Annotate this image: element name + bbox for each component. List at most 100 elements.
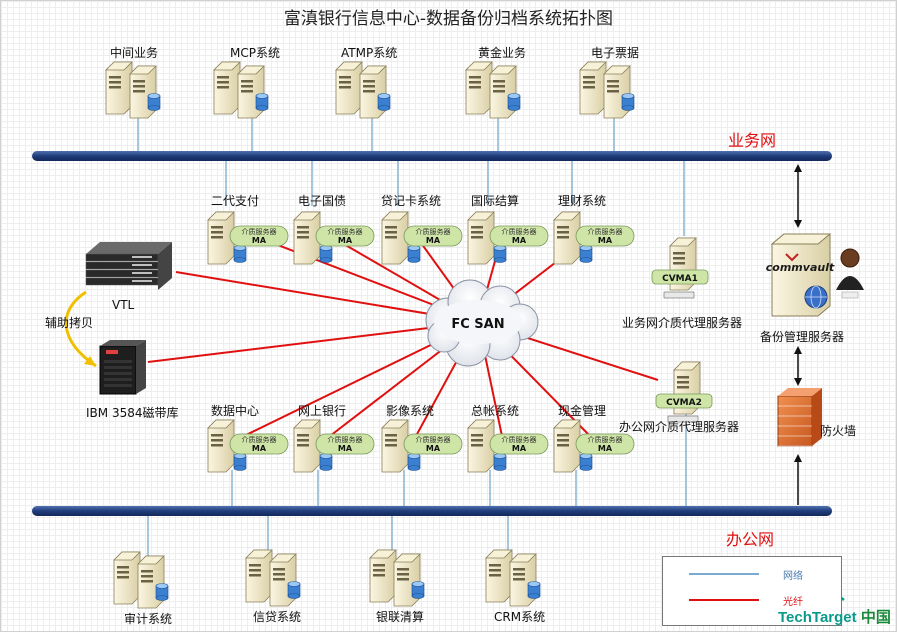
disk-icon-bottom [319,465,333,471]
mgr-business-link-head [794,164,802,172]
top-server [335,61,391,119]
server-top [467,211,495,221]
disk-icon-top [411,581,425,587]
server-drive-bay [217,86,229,89]
server-top [553,211,581,221]
server-drive-bay [217,81,229,84]
server-drive-bay [385,439,397,442]
server-drive-bay [607,90,619,93]
server-drive-bay [471,226,483,229]
disk-icon-top [287,581,301,587]
server-drive-bay [397,573,409,576]
firewall-label: 防火墙 [820,424,857,438]
disk-icon-top [507,93,521,99]
server-drive-bay [297,226,309,229]
server-drive-bay [469,76,481,79]
assist-copy-arrow [64,290,97,368]
assist-copy-label: 辅助拷贝 [45,316,94,330]
ma-server-label: 总帐系统 [471,404,520,418]
server-drive-bay [373,569,385,572]
server-drive-bay [339,86,351,89]
cvma-bubble [655,393,713,409]
ma-tag: MA [252,236,267,245]
server-drive-bay [297,434,309,437]
disk-icon-bottom [233,465,247,471]
server-drive-bay [513,578,525,581]
disk-icon-bottom [621,105,635,111]
cvma-tag: CVMA2 [666,398,702,408]
disk-icon-bottom [411,593,425,599]
server-top [553,419,581,429]
bottom-server [113,551,169,609]
server-drive-bay [557,236,569,239]
backup-manager-server: commvault [766,233,864,317]
server-top [269,553,297,563]
manager-top [770,233,832,245]
server-drive-bay [249,564,261,567]
cvma-bubble [651,269,709,285]
server-drive-bay [583,86,595,89]
disk-icon-bottom [233,257,247,263]
server-drive-bay [385,236,397,239]
ma-bubble [229,225,289,247]
cvma2-label: 办公网介质代理服务器 [619,420,740,434]
disk-icon-top [155,583,169,589]
disk-icon-bottom [319,257,333,263]
admin-body [836,276,864,290]
server-top [467,419,495,429]
server-top [207,419,235,429]
bottom-server-label: 信贷系统 [253,610,302,624]
cloud-core [434,300,522,344]
server-drive-bay [109,86,121,89]
disk-icon-bottom [377,105,391,111]
ma-bubble [315,433,375,455]
brand-name: TechTarget [778,609,857,626]
keyboard [663,291,695,299]
fiber-link [147,321,479,363]
cvma1-label: 业务网介质代理服务器 [622,316,743,330]
brand-cn: 中国 [860,609,891,626]
top-server-label: 电子票据 [591,46,640,60]
ma-bubble-text: 介质服务器 [328,227,363,236]
server-drive-bay [673,257,685,260]
ma-server-label: 影像系统 [386,404,435,418]
server-drive-bay [339,76,351,79]
server-top [509,553,537,563]
ma-bubble [229,433,289,455]
ma-server-label: 贷记卡系统 [381,194,442,208]
server-drive-bay [469,86,481,89]
disk-icon-bottom [255,105,269,111]
server-drive-bay [513,573,525,576]
server-drive-bay [273,578,285,581]
server-drive-bay [211,226,223,229]
ma-bubble [575,225,635,247]
ma-bubble-text: 介质服务器 [416,435,451,444]
firewall-icon [777,388,822,447]
vtl-device [85,242,172,290]
ma-bubble [489,433,549,455]
network-bus [32,506,832,516]
server-drive-bay [471,444,483,447]
server-drive-bay [489,564,501,567]
server-top [213,61,241,71]
admin-badge [841,291,859,299]
server-drive-bay [249,574,261,577]
ma-tag: MA [598,236,613,245]
server-drive-bay [141,575,153,578]
network-bus [32,151,832,161]
server-drive-bay [489,569,501,572]
server-top [381,211,409,221]
ma-bubble-text: 介质服务器 [328,435,363,444]
assist-copy-arrowhead [84,356,96,366]
mgr-firewall-link-head [794,346,802,354]
ma-bubble-text: 介质服务器 [416,227,451,236]
fc-san-cloud: FC SAN [425,279,539,367]
ma-server-label: 理财系统 [558,194,607,208]
server-drive-bay [211,236,223,239]
ma-tag: MA [338,444,353,453]
server-drive-bay [141,570,153,573]
legend: 网络 光纤 [662,556,842,626]
